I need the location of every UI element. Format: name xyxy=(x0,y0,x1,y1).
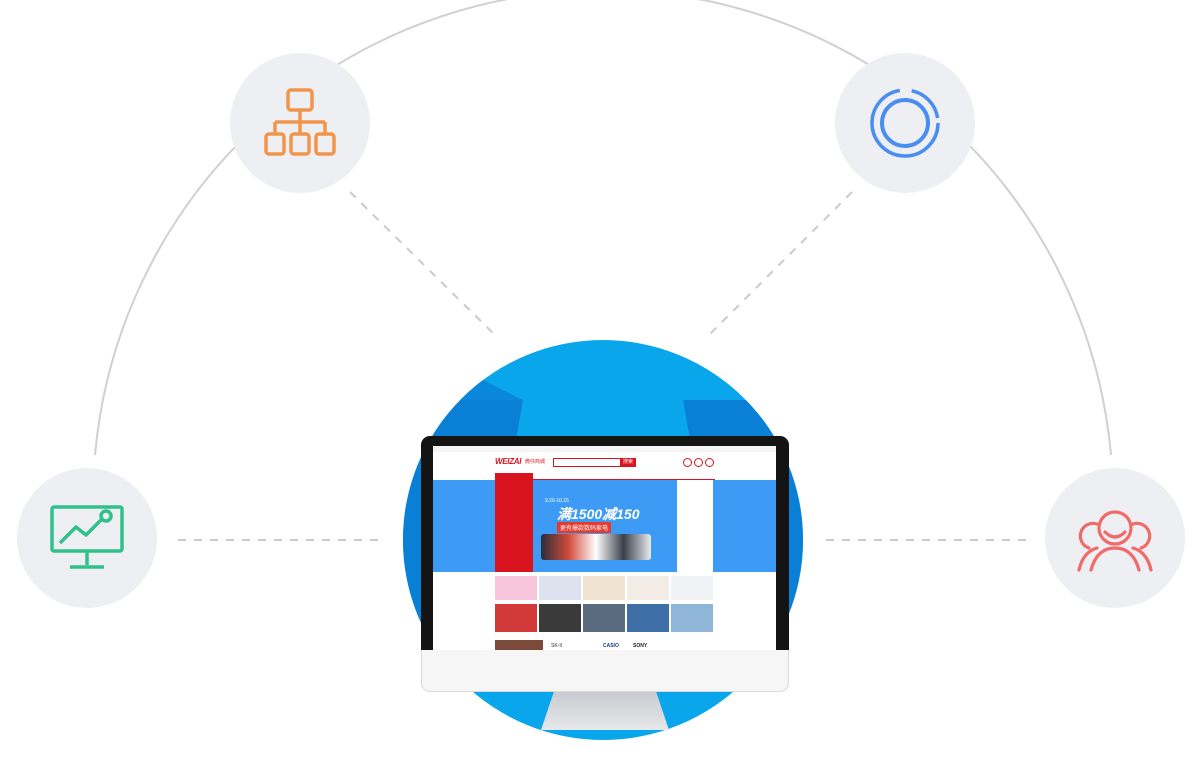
website-screenshot: WEIZAI 微仔商城 搜索 9.26-10.15 满1500减150 更有爆款… xyxy=(433,446,776,650)
monitor-stand xyxy=(541,692,669,730)
analytics-monitor-icon xyxy=(50,505,124,569)
header-icon-1 xyxy=(683,458,692,467)
dash-line-top-left xyxy=(349,191,499,339)
site-search-button: 搜索 xyxy=(620,458,636,467)
banner-products xyxy=(541,534,651,560)
site-top-bar xyxy=(433,446,776,452)
promo-tile-3 xyxy=(583,576,625,600)
category-sidebar xyxy=(495,473,533,572)
product-tile-5 xyxy=(671,604,713,632)
brand-sony: SONY xyxy=(633,643,648,649)
banner-date: 9.26-10.15 xyxy=(545,498,569,504)
node-analytics xyxy=(17,468,157,608)
users-group-icon xyxy=(1077,510,1153,572)
site-logo: WEIZAI xyxy=(495,457,522,466)
product-tile-2 xyxy=(539,604,581,632)
dash-line-top-right xyxy=(705,191,853,339)
node-users xyxy=(1045,468,1185,608)
banner-headline: 满1500减150 xyxy=(557,506,640,522)
promo-tile-5 xyxy=(671,576,713,600)
outer-arc xyxy=(94,0,1112,456)
header-icon-2 xyxy=(694,458,703,467)
brand-casio: CASIO xyxy=(603,643,619,649)
node-ring xyxy=(835,53,975,193)
monitor-chin xyxy=(421,650,789,692)
header-icon-3 xyxy=(705,458,714,467)
right-info-panel xyxy=(677,480,713,572)
brand-image xyxy=(495,640,543,650)
site-search-input xyxy=(553,458,621,467)
org-chart-icon xyxy=(264,88,336,156)
product-tile-4 xyxy=(627,604,669,632)
product-tile-1 xyxy=(495,604,537,632)
brand-skii: SK-II xyxy=(551,643,563,649)
site-logo-sub: 微仔商城 xyxy=(525,459,546,465)
banner-subline: 更有爆款数码家电 xyxy=(557,522,612,533)
ring-icon xyxy=(870,88,940,158)
product-tile-3 xyxy=(583,604,625,632)
promo-tile-4 xyxy=(627,576,669,600)
node-org-chart xyxy=(230,53,370,193)
promo-tile-1 xyxy=(495,576,537,600)
promo-tile-2 xyxy=(539,576,581,600)
site-nav-bar xyxy=(495,473,715,480)
